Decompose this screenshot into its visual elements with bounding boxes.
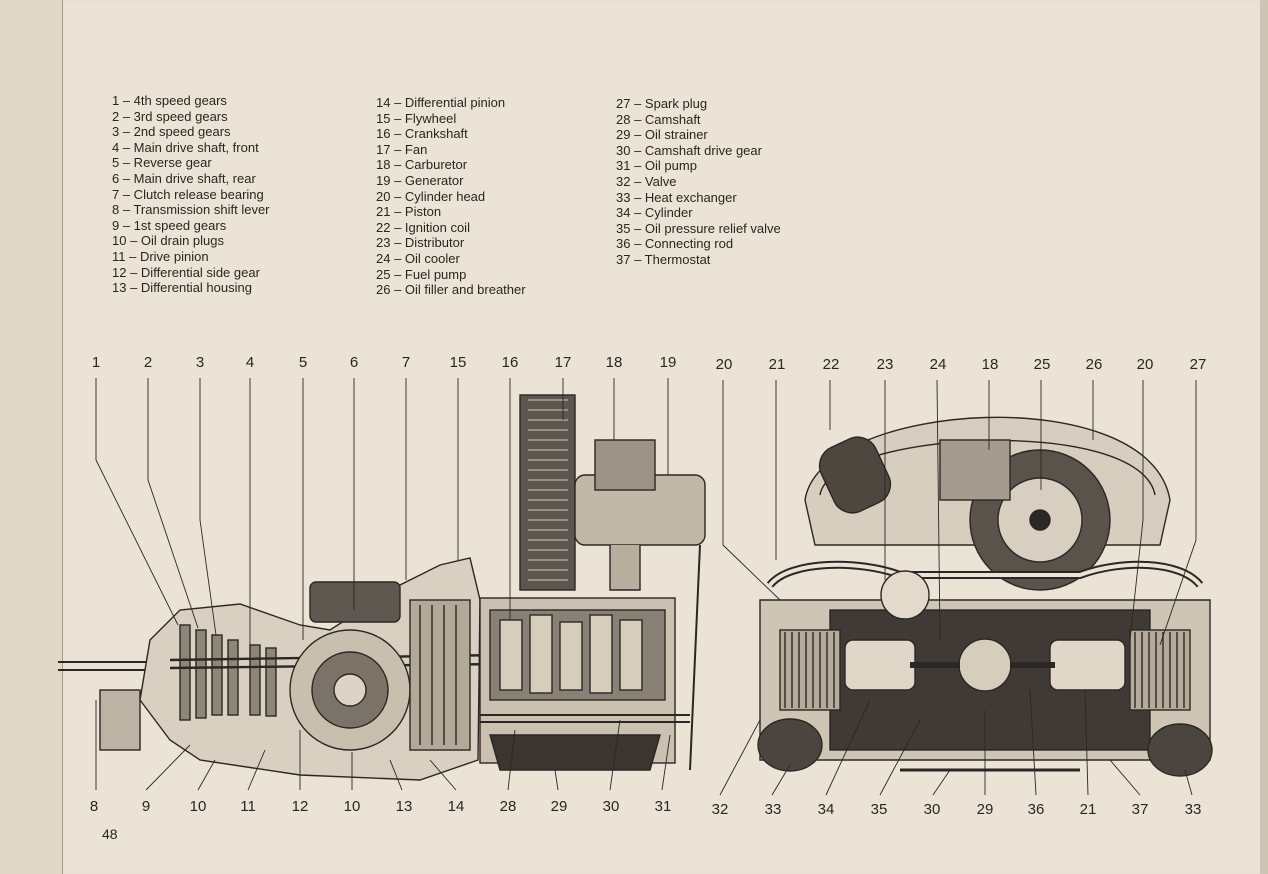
callout-label: 35 (870, 801, 888, 818)
legend-item: 34 – Cylinder (616, 205, 693, 221)
legend-item: 9 – 1st speed gears (112, 217, 227, 233)
callout-label: 18 (981, 356, 999, 373)
callout-label: 20 (1136, 356, 1154, 373)
callout-label: 22 (822, 356, 840, 373)
callout-label: 33 (764, 801, 782, 818)
callout-label: 3 (195, 354, 205, 371)
legend-item: 29 – Oil strainer (616, 127, 708, 143)
legend-item: 28 – Camshaft (616, 111, 701, 127)
callout-label: 7 (401, 354, 411, 371)
legend-item: 33 – Heat exchanger (616, 189, 737, 205)
callout-label: 26 (1085, 356, 1103, 373)
callout-label: 14 (447, 798, 465, 815)
callout-label: 31 (654, 798, 672, 815)
legend-item: 25 – Fuel pump (376, 266, 467, 282)
callout-label: 28 (499, 798, 517, 815)
legend-item: 19 – Generator (376, 172, 464, 188)
legend-item: 27 – Spark plug (616, 96, 708, 111)
callout-label: 8 (89, 798, 99, 815)
callout-label: 5 (298, 354, 308, 371)
legend-item: 14 – Differential pinion (376, 95, 506, 110)
engine-side-view (479, 394, 706, 771)
callout-label: 23 (876, 356, 894, 373)
callout-label: 32 (711, 801, 729, 818)
legend-column-1: 1 – 4th speed gears 2 – 3rd speed gears … (112, 93, 270, 296)
legend-item: 5 – Reverse gear (112, 155, 212, 171)
legend-item: 2 – 3rd speed gears (112, 108, 228, 124)
callout-label: 25 (1033, 356, 1051, 373)
callout-label: 24 (929, 356, 947, 373)
legend-item: 12 – Differential side gear (112, 264, 260, 280)
callout-label: 17 (554, 354, 572, 371)
callout-label: 11 (240, 798, 256, 815)
page-edge (1260, 0, 1268, 874)
callout-label: 9 (141, 798, 151, 815)
legend-item: 32 – Valve (616, 173, 677, 189)
legend-item: 37 – Thermostat (616, 251, 711, 267)
legend-item: 22 – Ignition coil (376, 219, 470, 235)
legend-item: 17 – Fan (376, 141, 428, 157)
legend-item: 1 – 4th speed gears (112, 93, 227, 108)
legend-item: 3 – 2nd speed gears (112, 124, 231, 140)
callout-label: 15 (449, 354, 467, 371)
callout-label: 10 (189, 798, 207, 815)
page-number: 48 (102, 826, 118, 842)
legend-item: 13 – Differential housing (112, 280, 252, 296)
legend-item: 15 – Flywheel (376, 110, 457, 126)
legend-item: 6 – Main drive shaft, rear (112, 170, 256, 186)
callout-label: 19 (659, 354, 677, 371)
legend-item: 36 – Connecting rod (616, 236, 734, 252)
callout-label: 34 (817, 801, 835, 818)
callout-label: 4 (245, 354, 255, 371)
engine-front-view (757, 416, 1213, 777)
callout-label: 6 (349, 354, 359, 371)
legend-item: 20 – Cylinder head (376, 188, 486, 204)
callout-label: 30 (923, 801, 941, 818)
legend-item: 23 – Distributor (376, 235, 465, 251)
legend-column-2: 14 – Differential pinion 15 – Flywheel 1… (376, 95, 526, 298)
legend-item: 4 – Main drive shaft, front (112, 139, 259, 155)
callout-label: 21 (768, 356, 786, 373)
legend-item: 26 – Oil filler and breather (376, 282, 526, 298)
legend-item: 24 – Oil cooler (376, 250, 460, 266)
callout-label: 10 (343, 798, 361, 815)
callout-label: 1 (91, 354, 101, 371)
legend-item: 31 – Oil pump (616, 158, 697, 174)
callout-label: 29 (550, 798, 568, 815)
legend-item: 7 – Clutch release bearing (112, 186, 264, 202)
callout-label: 33 (1184, 801, 1202, 818)
callout-label: 20 (715, 356, 733, 373)
legend-item: 35 – Oil pressure relief valve (616, 220, 781, 236)
callout-label: 2 (143, 354, 153, 371)
callout-label: 12 (291, 798, 309, 815)
callout-label: 37 (1131, 801, 1149, 818)
legend-item: 18 – Carburetor (376, 157, 468, 173)
legend-item: 8 – Transmission shift lever (112, 202, 270, 218)
legend-item: 16 – Crankshaft (376, 126, 468, 142)
leader-lines (95, 378, 1197, 796)
callout-label: 27 (1189, 356, 1207, 373)
callout-label: 13 (395, 798, 413, 815)
callout-label: 21 (1079, 801, 1097, 818)
callout-label: 36 (1027, 801, 1045, 818)
transmission-side-view (58, 557, 501, 781)
callout-label: 18 (605, 354, 623, 371)
callout-label: 30 (602, 798, 620, 815)
callout-label: 29 (976, 801, 994, 818)
legend-column-3: 27 – Spark plug 28 – Camshaft 29 – Oil s… (616, 96, 781, 268)
legend-item: 21 – Piston (376, 204, 442, 220)
legend-item: 11 – Drive pinion (112, 248, 209, 264)
facing-page-edge (0, 0, 63, 874)
callout-label: 16 (501, 354, 519, 371)
legend-item: 30 – Camshaft drive gear (616, 142, 762, 158)
legend-item: 10 – Oil drain plugs (112, 233, 225, 249)
